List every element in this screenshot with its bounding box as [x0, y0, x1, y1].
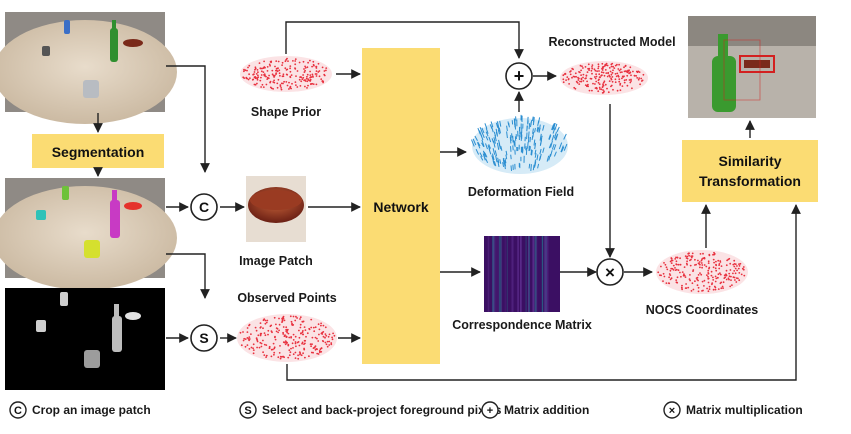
legend: C Crop an image patch S Select and back-pro…: [9, 401, 803, 419]
similarity-label-line1: Similarity: [718, 153, 781, 169]
legend-symbol-icon: [239, 401, 257, 419]
nocs-coordinates-label: NOCS Coordinates: [646, 303, 759, 317]
correspondence-matrix-label: Correspondence Matrix: [452, 318, 592, 332]
shape-prior-cloud: [240, 56, 332, 92]
input-rgb-image: [0, 12, 177, 124]
legend-item: S Select and back-project foreground pixe…: [239, 401, 502, 419]
multiply-operator: ×: [596, 258, 624, 286]
add-operator: +: [505, 62, 533, 90]
similarity-label-line2: Transformation: [699, 173, 801, 189]
legend-item: + Matrix addition: [481, 401, 589, 419]
output-pose-image: [688, 16, 816, 118]
network-label: Network: [373, 199, 428, 215]
svg-text:S: S: [199, 330, 208, 346]
legend-text: Crop an image patch: [32, 403, 151, 417]
depth-image: [5, 288, 165, 390]
legend-text: Matrix multiplication: [686, 403, 803, 417]
legend-symbol: ×: [669, 405, 675, 417]
similarity-arrows: [286, 120, 801, 381]
left-column-arrows: [93, 65, 245, 343]
legend-item: × Matrix multiplication: [663, 401, 803, 419]
shape-prior-label: Shape Prior: [251, 105, 321, 119]
nocs-coordinates-cloud: [656, 250, 748, 294]
network-output-arrows: [440, 71, 557, 277]
observed-points-cloud: [237, 314, 337, 362]
deformation-field-label: Deformation Field: [468, 185, 574, 199]
reconstructed-model-cloud: [560, 61, 648, 95]
deformation-field-cloud: [471, 114, 568, 174]
network-input-arrows: [285, 21, 524, 343]
legend-symbol-icon: [481, 401, 499, 419]
legend-symbol: S: [244, 405, 251, 417]
image-patch: [246, 176, 306, 242]
segmentation-label: Segmentation: [52, 144, 145, 160]
legend-symbol: +: [487, 405, 493, 417]
segmented-image: [0, 178, 177, 290]
crop-operator: C: [190, 193, 218, 221]
legend-symbol-icon: [9, 401, 27, 419]
svg-text:+: +: [514, 66, 525, 86]
legend-symbol: C: [14, 405, 22, 417]
correspondence-matrix: [484, 236, 560, 312]
legend-text: Matrix addition: [504, 403, 589, 417]
legend-symbol-icon: [663, 401, 681, 419]
segmentation-box: [32, 134, 164, 168]
reconstructed-model-label: Reconstructed Model: [548, 35, 675, 49]
network-box: [362, 48, 440, 364]
svg-text:C: C: [199, 199, 209, 215]
svg-text:×: ×: [605, 263, 615, 282]
select-operator: S: [190, 324, 218, 352]
similarity-transformation-box: [682, 140, 818, 202]
multiply-arrows: [560, 104, 653, 277]
observed-points-label: Observed Points: [237, 291, 336, 305]
legend-text: Select and back-project foreground pixel…: [262, 403, 502, 417]
legend-item: C Crop an image patch: [9, 401, 151, 419]
image-patch-label: Image Patch: [239, 254, 313, 268]
